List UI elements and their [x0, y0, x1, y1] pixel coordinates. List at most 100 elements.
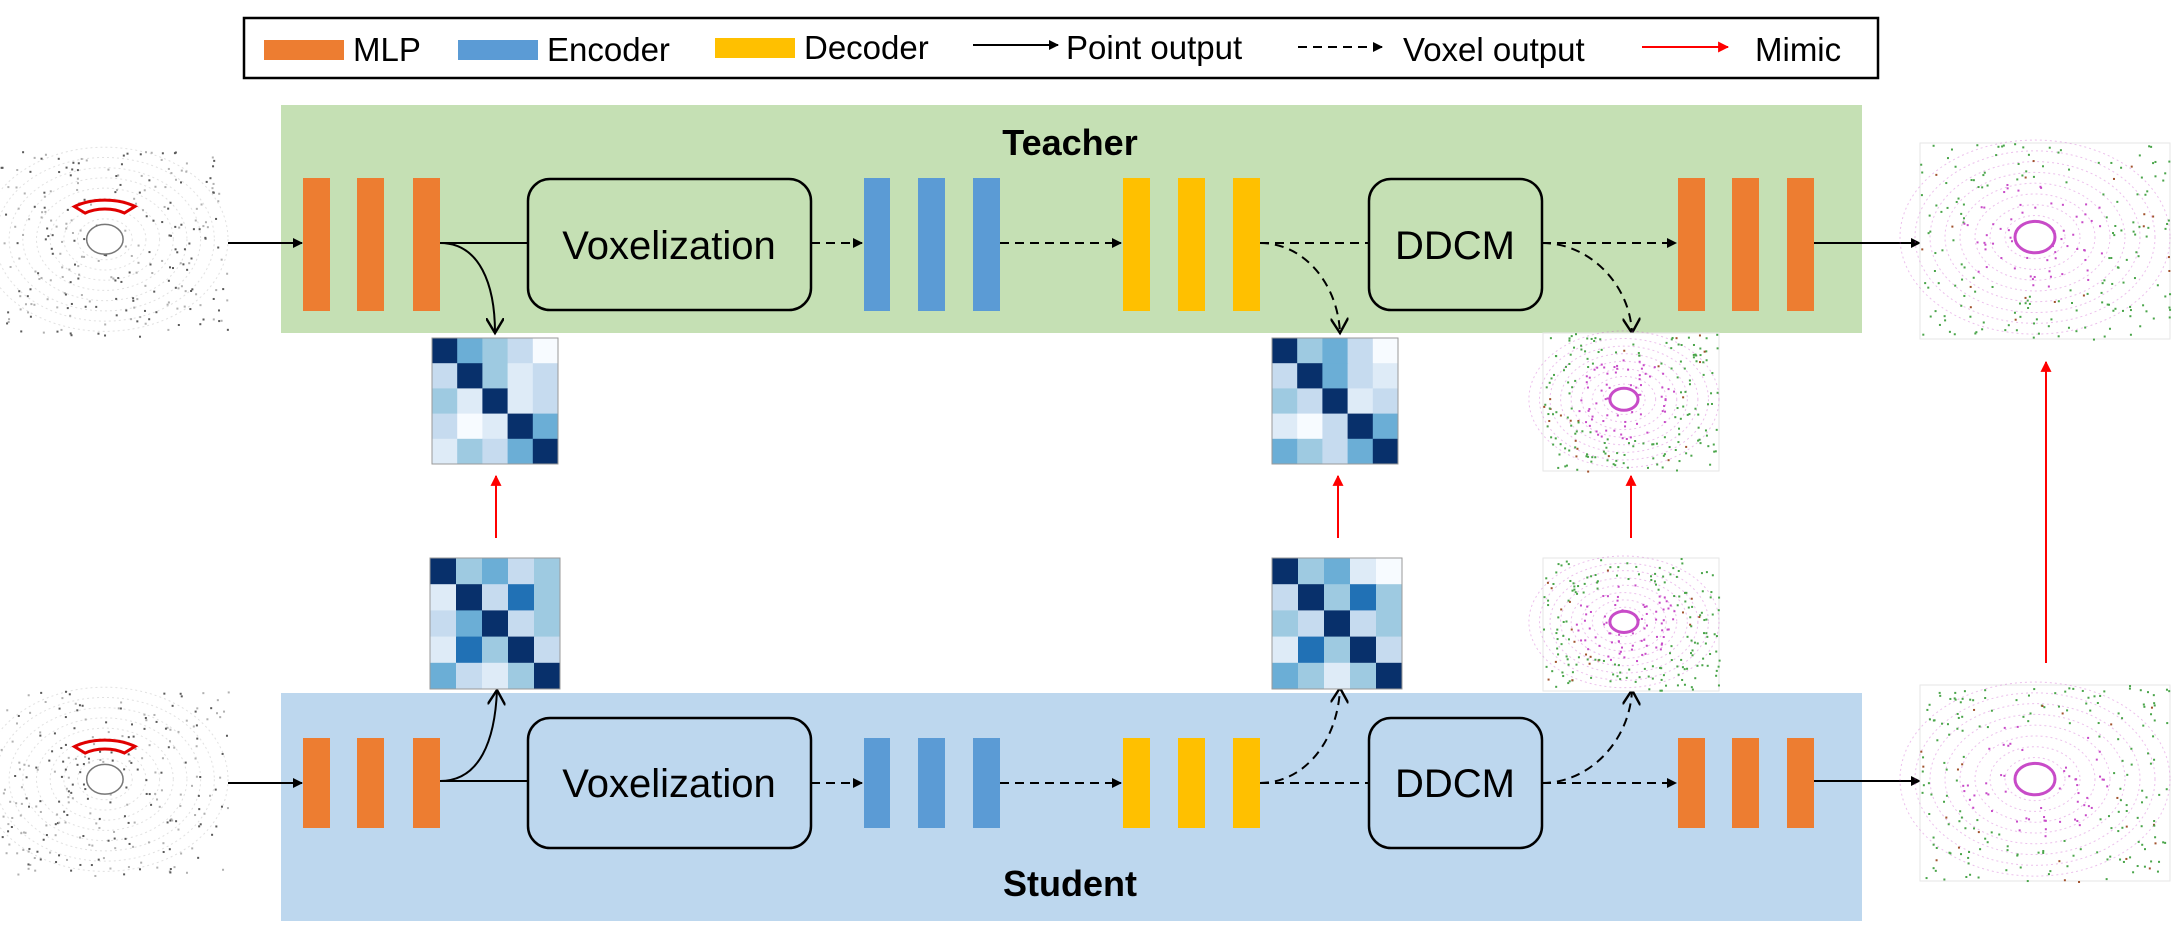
- point: [60, 775, 63, 778]
- point: [117, 174, 120, 177]
- point: [1574, 591, 1577, 594]
- point: [1710, 392, 1713, 395]
- point: [1935, 859, 1938, 862]
- scan-ring: [1591, 375, 1657, 423]
- point: [117, 707, 120, 710]
- point: [171, 267, 174, 270]
- point: [81, 704, 84, 707]
- scan-ring: [0, 686, 229, 872]
- point: [130, 254, 133, 257]
- point: [61, 266, 64, 269]
- point: [1613, 429, 1616, 432]
- point: [1973, 827, 1976, 830]
- point: [17, 207, 20, 210]
- point: [67, 756, 70, 759]
- point: [1616, 452, 1619, 455]
- point: [1713, 633, 1716, 636]
- point: [2027, 694, 2030, 697]
- point: [1608, 386, 1611, 389]
- matrix-cell: [1376, 636, 1403, 664]
- scan-ring: [1959, 724, 2111, 834]
- point: [2061, 203, 2064, 206]
- point: [1614, 464, 1617, 467]
- point: [2086, 269, 2089, 272]
- matrix-cell: [430, 662, 457, 690]
- point: [2096, 701, 2099, 704]
- point: [79, 771, 82, 774]
- point: [66, 208, 69, 211]
- point: [2032, 336, 2035, 339]
- point: [35, 766, 38, 769]
- matrix-cell: [1298, 610, 1325, 638]
- decoder-block: [1123, 178, 1150, 311]
- point: [20, 832, 23, 835]
- point: [1568, 362, 1571, 365]
- scan-ring: [1929, 161, 2141, 314]
- point: [1932, 719, 1935, 722]
- point: [2108, 303, 2111, 306]
- decoder-block: [1123, 738, 1150, 828]
- point: [97, 332, 100, 335]
- point: [1570, 628, 1573, 631]
- matrix-cell: [1272, 338, 1298, 364]
- point: [168, 234, 171, 237]
- matrix-cell: [456, 662, 483, 690]
- point: [210, 707, 213, 710]
- matrix-cell: [507, 338, 534, 364]
- point: [1591, 456, 1594, 459]
- point: [84, 718, 87, 721]
- point: [1684, 600, 1687, 603]
- point: [1634, 680, 1637, 683]
- point: [2015, 329, 2018, 332]
- point: [1559, 443, 1562, 446]
- point: [1622, 359, 1625, 362]
- point: [1645, 624, 1648, 627]
- point: [76, 177, 79, 180]
- point: [1972, 276, 1975, 279]
- point: [2000, 257, 2003, 260]
- point: [130, 723, 133, 726]
- point: [1705, 434, 1708, 437]
- point: [2168, 306, 2171, 309]
- point: [2130, 165, 2133, 168]
- point: [1679, 417, 1682, 420]
- matrix-cell: [1297, 413, 1323, 440]
- point: [1570, 424, 1573, 427]
- point: [2119, 787, 2122, 790]
- point: [20, 786, 23, 789]
- matrix-cell: [432, 338, 458, 364]
- matrix-cell: [508, 584, 535, 611]
- point: [53, 770, 56, 773]
- point: [158, 805, 161, 808]
- point: [1615, 459, 1618, 462]
- point: [1922, 333, 1925, 336]
- point: [148, 744, 151, 747]
- point: [162, 842, 165, 845]
- point: [1667, 388, 1670, 391]
- point: [179, 262, 182, 265]
- point: [1960, 853, 1963, 856]
- matrix-border: [431, 337, 559, 465]
- point: [1637, 352, 1640, 355]
- point: [64, 743, 67, 746]
- point: [1603, 442, 1606, 445]
- point: [1976, 144, 1979, 147]
- point: [1573, 585, 1576, 588]
- point: [2165, 688, 2168, 691]
- point: [1605, 621, 1608, 624]
- matrix-border: [1271, 557, 1403, 690]
- point: [2099, 818, 2102, 821]
- point: [2057, 335, 2060, 338]
- matrix-cell: [457, 413, 483, 440]
- point: [2095, 758, 2098, 761]
- scan-ring: [1914, 692, 2156, 866]
- point: [1567, 599, 1570, 602]
- point: [1646, 431, 1649, 434]
- point: [160, 789, 163, 792]
- point: [1968, 850, 1971, 853]
- point: [82, 835, 85, 838]
- point: [1961, 763, 1964, 766]
- point: [97, 858, 100, 861]
- point: [1606, 414, 1609, 417]
- point: [1648, 688, 1651, 691]
